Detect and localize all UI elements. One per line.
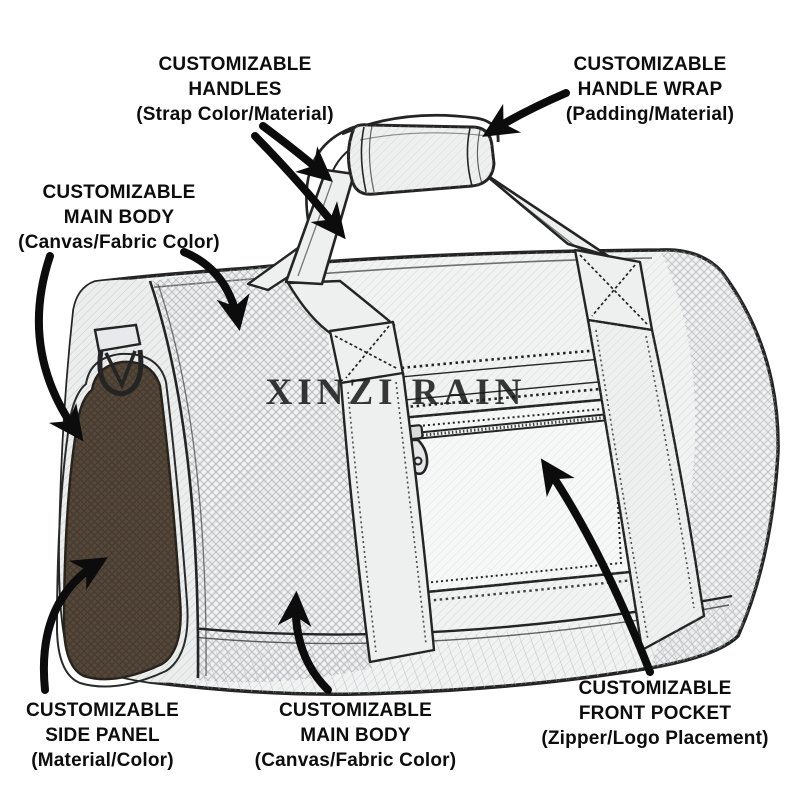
- handle-wrap-shape: [347, 123, 496, 196]
- right-front-strap: [573, 248, 706, 652]
- front-shading-left: [152, 263, 372, 683]
- label-handle-wrap: CUSTOMIZABLE HANDLE WRAP (Padding/Materi…: [565, 54, 735, 125]
- arrow-main-body-left: [180, 248, 250, 332]
- label-side-panel: CUSTOMIZABLE SIDE PANEL (Material/Color): [26, 700, 179, 771]
- side-panel-shape: [55, 352, 189, 688]
- arrow-handles-upper: [259, 122, 333, 182]
- brand-watermark: XINZI RAIN: [266, 372, 527, 413]
- arrow-side-panel-lower: [39, 557, 108, 694]
- arrow-main-body-bottom: [277, 590, 332, 694]
- front-pocket-shape: [398, 396, 635, 605]
- arrow-side-panel-upper: [34, 252, 84, 442]
- label-main-body-left: CUSTOMIZABLE MAIN BODY (Canvas/Fabric Co…: [18, 182, 220, 253]
- label-front-pocket: CUSTOMIZABLE FRONT POCKET (Zipper/Logo P…: [541, 678, 769, 749]
- arrow-front-pocket: [540, 458, 654, 676]
- d-ring-icon: [93, 323, 144, 397]
- left-front-strap: [286, 279, 436, 664]
- pocket-zipper: [403, 412, 621, 441]
- label-main-body-bottom: CUSTOMIZABLE MAIN BODY (Canvas/Fabric Co…: [254, 700, 457, 771]
- right-handle-strap: [480, 170, 610, 258]
- label-handles: CUSTOMIZABLE HANDLES (Strap Color/Materi…: [136, 54, 334, 125]
- arrow-handles-lower: [251, 132, 346, 240]
- annotation-arrows: [34, 89, 654, 694]
- handles: [246, 113, 610, 292]
- arrow-handle-wrap: [482, 89, 570, 137]
